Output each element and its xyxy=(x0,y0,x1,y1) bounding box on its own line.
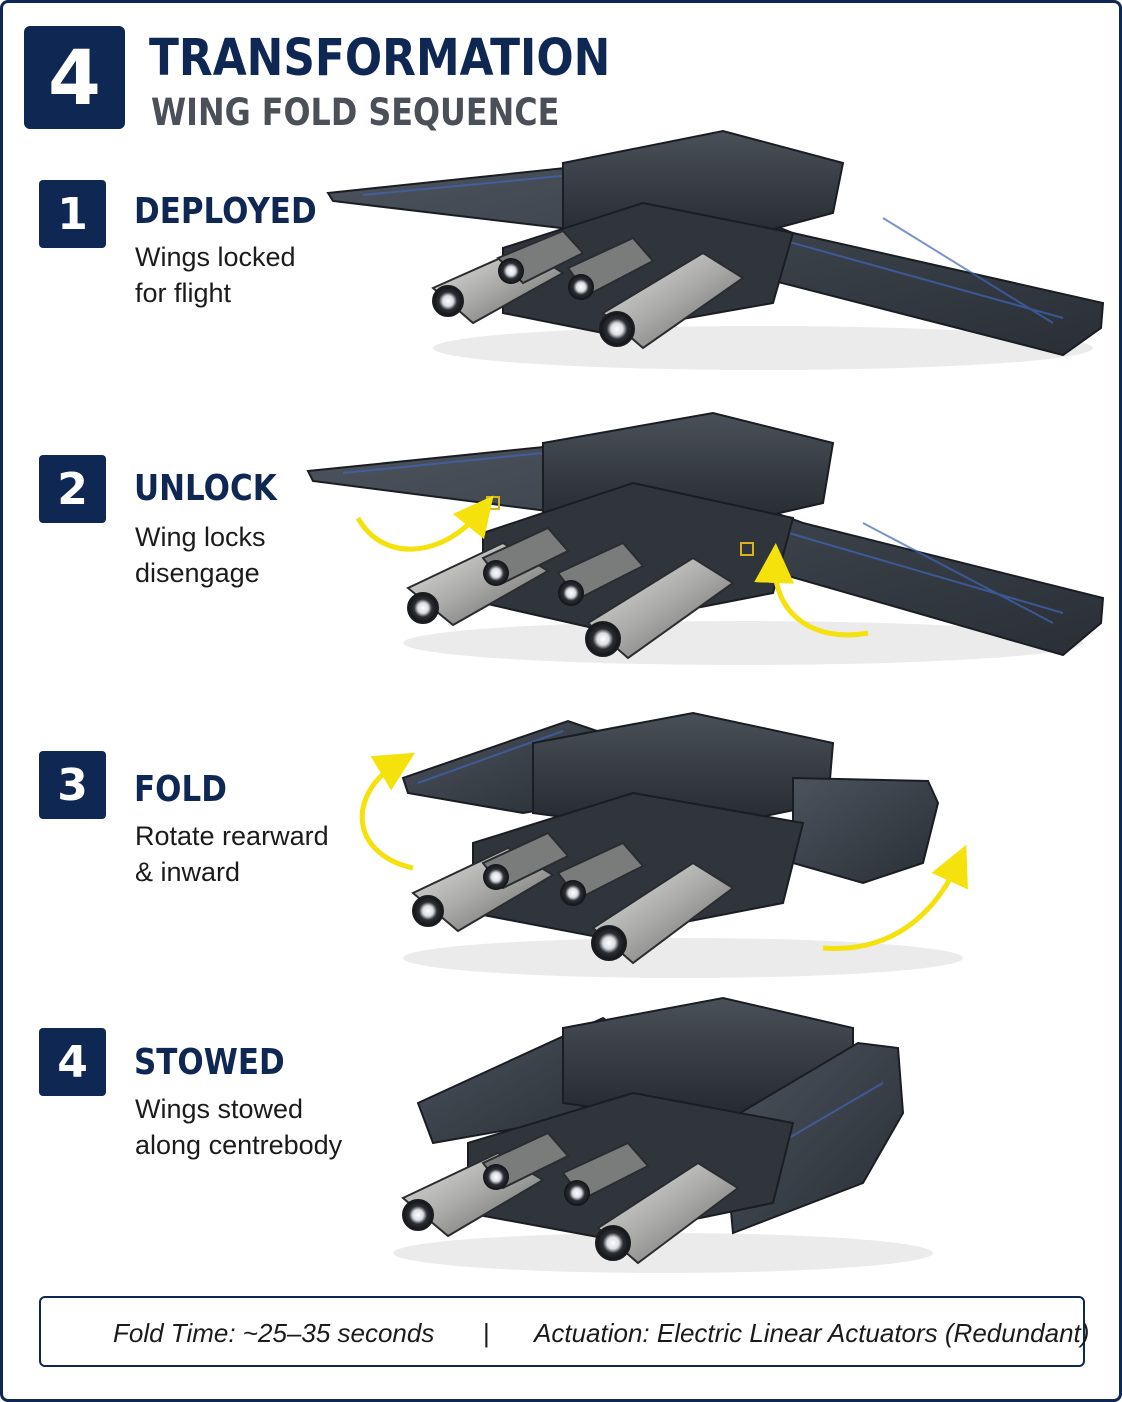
ship-wings-stowed xyxy=(393,996,933,1273)
step-4-badge: 4 xyxy=(39,1028,106,1096)
step-1-description: Wings locked for flight xyxy=(135,239,296,311)
section-number-badge: 4 xyxy=(24,26,125,129)
unlock-arrow-left xyxy=(355,495,494,552)
step-2-description: Wing locks disengage xyxy=(135,519,266,591)
step-1-line-1: Wings locked xyxy=(135,242,296,272)
ship-wings-unlocking xyxy=(306,411,1105,665)
step-3-badge: 3 xyxy=(39,751,106,819)
step-1-badge: 1 xyxy=(39,180,106,248)
page-subtitle: WING FOLD SEQUENCE xyxy=(151,91,560,134)
fold-arrow-right xyxy=(822,844,968,951)
step-4-description: Wings stowed along centrebody xyxy=(135,1091,342,1163)
step-3-description: Rotate rearward & inward xyxy=(135,818,329,890)
page-title: TRANSFORMATION xyxy=(149,29,611,88)
step-1-title: DEPLOYED xyxy=(134,191,317,232)
step-2-badge: 2 xyxy=(39,455,106,523)
step-2-line-2: disengage xyxy=(135,558,260,588)
ship-illustrations xyxy=(306,129,1105,1273)
fold-time-text: Fold Time: ~25–35 seconds xyxy=(113,1318,435,1348)
step-3-title: FOLD xyxy=(134,769,227,810)
unlock-arrow-right xyxy=(754,543,869,638)
step-2-title: UNLOCK xyxy=(134,468,277,509)
fold-arrow-left xyxy=(359,752,416,871)
ship-wings-deployed xyxy=(326,129,1105,370)
step-4-line-2: along centrebody xyxy=(135,1130,343,1160)
step-1-line-2: for flight xyxy=(135,278,232,308)
footer-separator: | xyxy=(483,1318,490,1348)
step-2-line-1: Wing locks xyxy=(135,522,266,552)
ship-wings-folding xyxy=(359,711,968,978)
step-4-line-1: Wings stowed xyxy=(135,1094,304,1124)
actuation-text: Actuation: Electric Linear Actuators (Re… xyxy=(534,1318,1090,1348)
step-4-title: STOWED xyxy=(134,1042,285,1083)
spec-footer: Fold Time: ~25–35 seconds | Actuation: E… xyxy=(39,1296,1089,1367)
step-3-line-2: & inward xyxy=(135,857,241,887)
step-3-line-1: Rotate rearward xyxy=(135,821,329,851)
